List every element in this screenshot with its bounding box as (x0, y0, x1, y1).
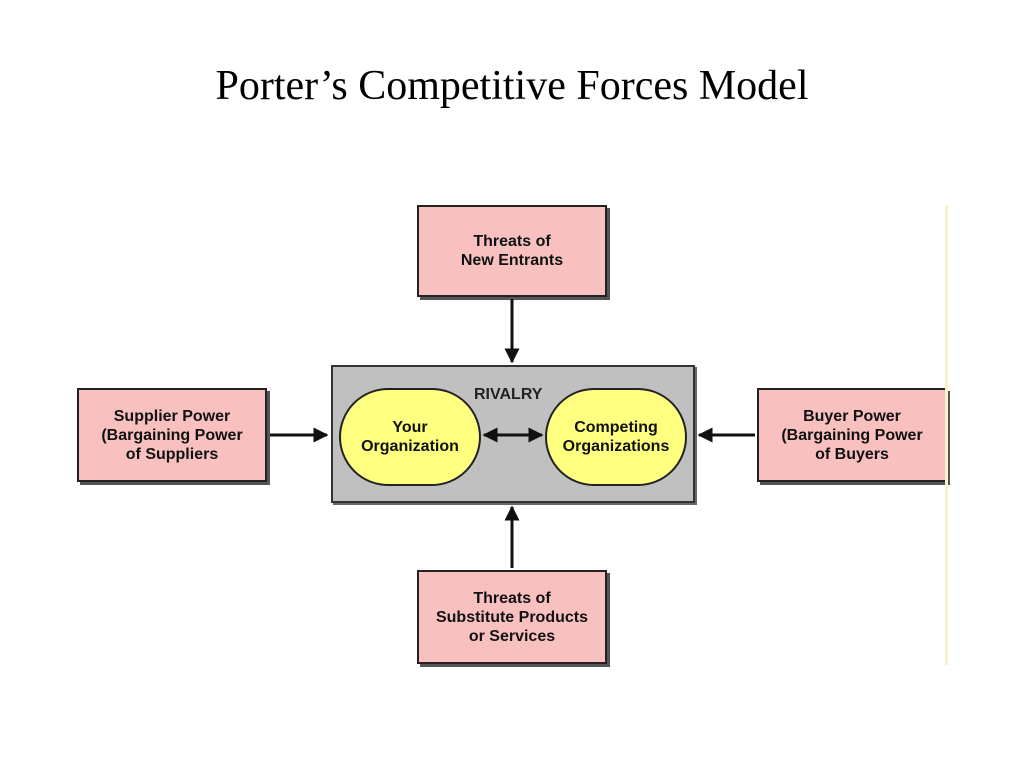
accent-line (945, 205, 948, 665)
slide-title: Porter’s Competitive Forces Model (215, 63, 809, 109)
force-buyer-power-label: Buyer Power (Bargaining Power of Buyers (781, 407, 923, 463)
competing-organizations-oval: Competing Organizations (545, 388, 687, 486)
competing-organizations-label: Competing Organizations (562, 419, 670, 455)
force-substitutes-label: Threats of Substitute Products or Servic… (435, 589, 588, 645)
rivalry-label: RIVALRY (474, 386, 543, 403)
force-substitutes-box: Threats of Substitute Products or Servic… (417, 570, 607, 664)
force-new-entrants-label: Threats of New Entrants (460, 233, 564, 269)
your-organization-label: Your Organization (361, 419, 459, 455)
force-buyer-power-box: Buyer Power (Bargaining Power of Buyers (757, 388, 947, 482)
force-supplier-power-label: Supplier Power (Bargaining Power of Supp… (101, 407, 243, 463)
force-new-entrants-box: Threats of New Entrants (417, 205, 607, 297)
your-organization-oval: Your Organization (339, 388, 481, 486)
force-supplier-power-box: Supplier Power (Bargaining Power of Supp… (77, 388, 267, 482)
